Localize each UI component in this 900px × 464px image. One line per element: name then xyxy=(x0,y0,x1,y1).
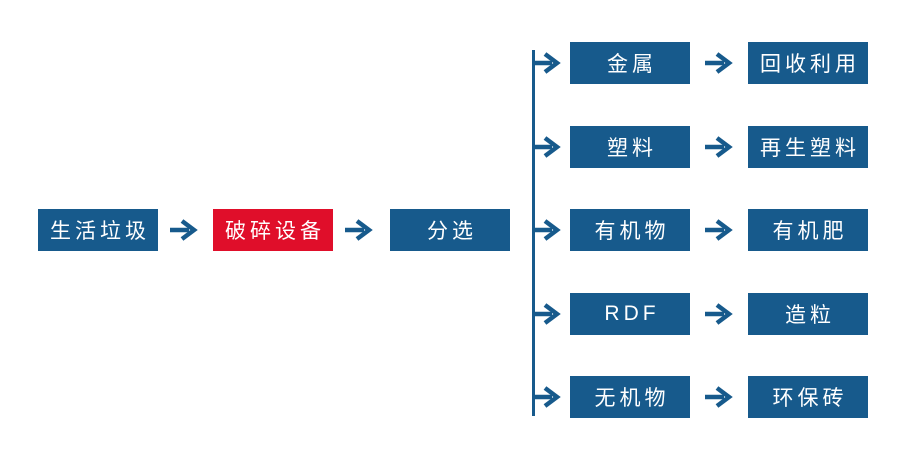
node-eco-brick: 环保砖 xyxy=(748,376,868,418)
flow-arrow-icon xyxy=(705,386,733,408)
node-recycling: 回收利用 xyxy=(748,42,868,84)
branch-arrow-icon xyxy=(533,219,561,241)
flow-arrow-icon xyxy=(705,136,733,158)
node-sorting: 分选 xyxy=(390,209,510,251)
flow-arrow-icon xyxy=(705,52,733,74)
branch-connector-line xyxy=(532,50,535,416)
branch-arrow-icon xyxy=(533,136,561,158)
node-household-waste: 生活垃圾 xyxy=(38,209,158,251)
node-rdf: RDF xyxy=(570,293,690,335)
flow-arrow-icon xyxy=(705,219,733,241)
node-organic-fertilizer: 有机肥 xyxy=(748,209,868,251)
flow-arrow-icon xyxy=(705,303,733,325)
node-granulation: 造粒 xyxy=(748,293,868,335)
branch-arrow-icon xyxy=(533,303,561,325)
flow-arrow-icon xyxy=(170,219,198,241)
flow-arrow-icon xyxy=(345,219,373,241)
branch-arrow-icon xyxy=(533,52,561,74)
node-organic-matter: 有机物 xyxy=(570,209,690,251)
branch-arrow-icon xyxy=(533,386,561,408)
node-plastic: 塑料 xyxy=(570,126,690,168)
node-recycled-plastic: 再生塑料 xyxy=(748,126,868,168)
node-crushing-equipment: 破碎设备 xyxy=(213,209,333,251)
node-inorganic-matter: 无机物 xyxy=(570,376,690,418)
node-metal: 金属 xyxy=(570,42,690,84)
